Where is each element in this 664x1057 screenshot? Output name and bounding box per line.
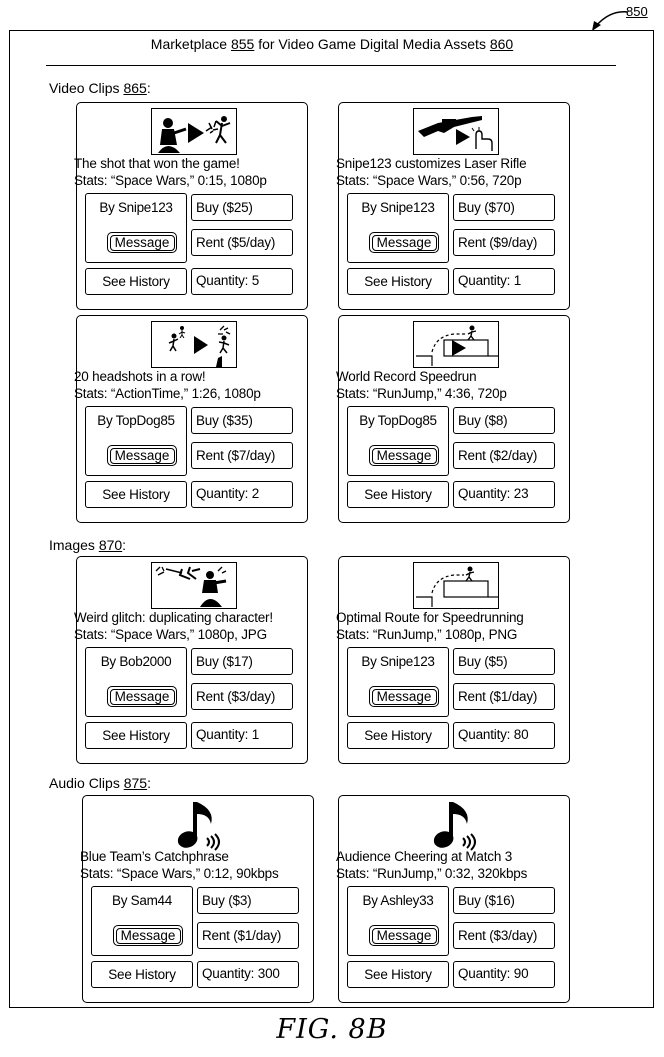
seller-box: By Bob2000 Message <box>85 647 187 717</box>
asset-title: Blue Team’s Catchphrase <box>80 849 229 864</box>
asset-stats: Stats: “Space Wars,” 0:56, 720p <box>336 173 522 188</box>
asset-card[interactable]: The shot that won the game! Stats: “Spac… <box>74 102 308 310</box>
glitch-character-icon <box>151 562 237 609</box>
laser-rifle-icon <box>413 108 499 155</box>
seller-box: By Ashley33 Message <box>347 886 449 956</box>
quantity-field: Quantity: 1 <box>191 722 293 749</box>
buy-button[interactable]: Buy ($16) <box>453 887 555 914</box>
buy-button[interactable]: Buy ($3) <box>197 887 299 914</box>
seller-box: By TopDog85 Message <box>347 406 449 476</box>
rent-button[interactable]: Rent ($9/day) <box>453 229 555 256</box>
message-button[interactable]: Message <box>107 686 177 707</box>
quantity-field: Quantity: 1 <box>453 268 555 295</box>
asset-stats: Stats: “RunJump,” 4:36, 720p <box>336 386 507 401</box>
message-button[interactable]: Message <box>107 232 177 253</box>
asset-title: Optimal Route for Speedrunning <box>336 610 524 625</box>
figure-caption: FIG. 8B <box>276 1014 388 1045</box>
asset-card[interactable]: Audience Cheering at Match 3 Stats: “Run… <box>336 795 570 1003</box>
seller-name[interactable]: By Snipe123 <box>361 200 435 215</box>
message-button[interactable]: Message <box>113 925 183 946</box>
message-button[interactable]: Message <box>369 445 439 466</box>
seller-name[interactable]: By Bob2000 <box>100 654 172 669</box>
rent-button[interactable]: Rent ($2/day) <box>453 442 555 469</box>
marketplace-frame <box>9 30 654 1008</box>
see-history-button[interactable]: See History <box>347 268 449 295</box>
buy-button[interactable]: Buy ($17) <box>191 648 293 675</box>
see-history-button[interactable]: See History <box>91 961 193 988</box>
asset-stats: Stats: “Space Wars,” 0:15, 1080p <box>74 173 267 188</box>
section-heading-video-clips: Video Clips 865: <box>49 80 151 96</box>
buy-button[interactable]: Buy ($35) <box>191 407 293 434</box>
asset-stats: Stats: “ActionTime,” 1:26, 1080p <box>74 386 261 401</box>
asset-title: World Record Speedrun <box>336 369 477 384</box>
asset-stats: Stats: “Space Wars,” 1080p, JPG <box>74 627 267 642</box>
message-button[interactable]: Message <box>369 686 439 707</box>
quantity-field: Quantity: 300 <box>197 961 299 988</box>
message-button[interactable]: Message <box>369 232 439 253</box>
rent-button[interactable]: Rent ($5/day) <box>191 229 293 256</box>
asset-title: Weird glitch: duplicating character! <box>74 610 273 625</box>
seller-box: By Snipe123 Message <box>347 647 449 717</box>
quantity-field: Quantity: 90 <box>453 961 555 988</box>
rent-button[interactable]: Rent ($1/day) <box>453 683 555 710</box>
seller-name[interactable]: By Ashley33 <box>362 893 434 908</box>
buy-button[interactable]: Buy ($25) <box>191 194 293 221</box>
seller-name[interactable]: By Sam44 <box>112 893 172 908</box>
quantity-field: Quantity: 23 <box>453 481 555 508</box>
asset-title: The shot that won the game! <box>74 156 240 171</box>
music-note-icon <box>177 802 220 851</box>
asset-stats: Stats: “RunJump,” 0:32, 320kbps <box>336 866 528 881</box>
buy-button[interactable]: Buy ($5) <box>453 648 555 675</box>
seller-name[interactable]: By TopDog85 <box>359 413 437 428</box>
asset-card[interactable]: Snipe123 customizes Laser Rifle Stats: “… <box>336 102 570 310</box>
asset-card[interactable]: 20 headshots in a row! Stats: “ActionTim… <box>74 315 308 523</box>
quantity-field: Quantity: 5 <box>191 268 293 295</box>
see-history-button[interactable]: See History <box>85 722 187 749</box>
seller-box: By Snipe123 Message <box>347 193 449 263</box>
asset-card[interactable]: World Record Speedrun Stats: “RunJump,” … <box>336 315 570 523</box>
rent-button[interactable]: Rent ($7/day) <box>191 442 293 469</box>
see-history-button[interactable]: See History <box>85 268 187 295</box>
seller-box: By Sam44 Message <box>91 886 193 956</box>
asset-title: Snipe123 customizes Laser Rifle <box>336 156 527 171</box>
asset-stats: Stats: “RunJump,” 1080p, PNG <box>336 627 518 642</box>
asset-card[interactable]: Optimal Route for Speedrunning Stats: “R… <box>336 556 570 764</box>
rent-button[interactable]: Rent ($3/day) <box>453 922 555 949</box>
seller-name[interactable]: By TopDog85 <box>97 413 175 428</box>
seller-name[interactable]: By Snipe123 <box>99 200 173 215</box>
music-note-icon <box>433 802 476 851</box>
message-button[interactable]: Message <box>369 925 439 946</box>
message-button[interactable]: Message <box>107 445 177 466</box>
section-heading-images: Images 870: <box>49 537 127 553</box>
seller-box: By Snipe123 Message <box>85 193 187 263</box>
route-map-icon <box>413 562 499 609</box>
rent-button[interactable]: Rent ($1/day) <box>197 922 299 949</box>
seller-name[interactable]: By Snipe123 <box>361 654 435 669</box>
section-heading-audio-clips: Audio Clips 875: <box>49 775 151 791</box>
headshot-icon <box>151 321 237 368</box>
reference-arrow <box>592 11 629 31</box>
asset-title: Audience Cheering at Match 3 <box>336 849 513 864</box>
asset-card[interactable]: Weird glitch: duplicating character! Sta… <box>74 556 308 764</box>
page-title: Marketplace 855 for Video Game Digital M… <box>150 36 514 52</box>
speedrun-icon <box>413 321 499 368</box>
see-history-button[interactable]: See History <box>347 481 449 508</box>
seller-box: By TopDog85 Message <box>85 406 187 476</box>
reference-numeral: 850 <box>626 4 648 19</box>
rent-button[interactable]: Rent ($3/day) <box>191 683 293 710</box>
asset-stats: Stats: “Space Wars,” 0:12, 90kbps <box>80 866 279 881</box>
buy-button[interactable]: Buy ($70) <box>453 194 555 221</box>
see-history-button[interactable]: See History <box>347 722 449 749</box>
asset-card[interactable]: Blue Team’s Catchphrase Stats: “Space Wa… <box>80 795 314 1003</box>
soldier-shooting-icon <box>151 108 237 155</box>
see-history-button[interactable]: See History <box>85 481 187 508</box>
asset-title: 20 headshots in a row! <box>74 369 206 384</box>
buy-button[interactable]: Buy ($8) <box>453 407 555 434</box>
quantity-field: Quantity: 80 <box>453 722 555 749</box>
see-history-button[interactable]: See History <box>347 961 449 988</box>
title-divider <box>46 65 616 66</box>
quantity-field: Quantity: 2 <box>191 481 293 508</box>
